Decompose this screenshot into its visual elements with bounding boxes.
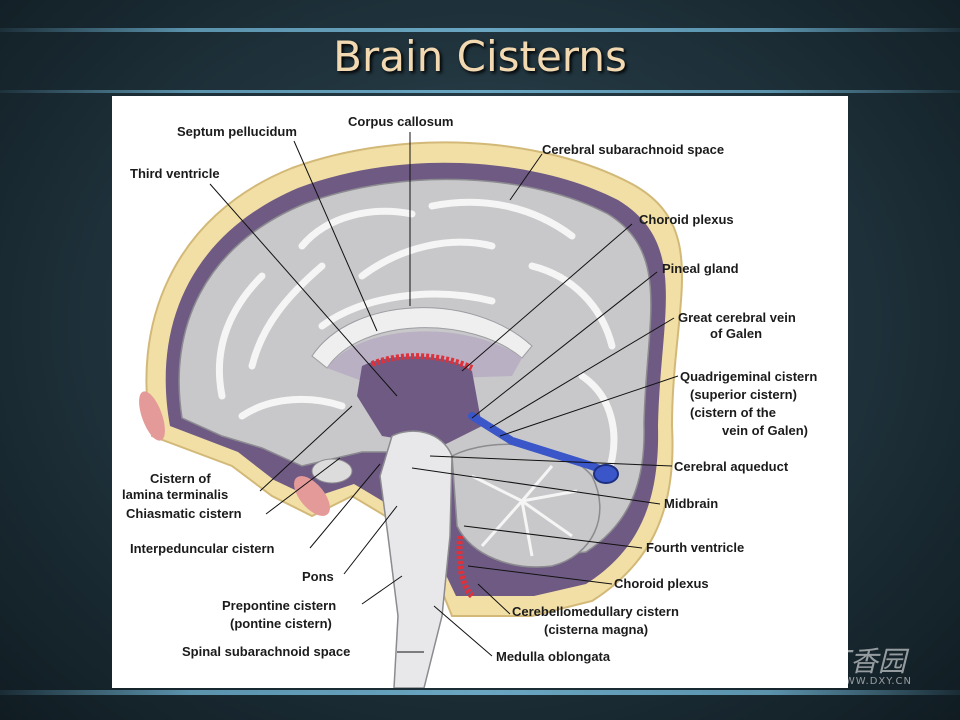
label-choroid-plexus-upper: Choroid plexus (639, 212, 734, 227)
brain-sagittal-section: Septum pellucidum Corpus callosum Third … (122, 114, 817, 688)
leader-chiasmatic (265, 457, 341, 515)
leader-septum (293, 140, 378, 332)
label-interpeduncular-cistern: Interpeduncular cistern (130, 541, 275, 556)
leader-pineal (471, 271, 658, 419)
leader-choroid-upper (461, 223, 633, 372)
label-cerebellomedullary-line1: Cerebellomedullary cistern (512, 604, 679, 619)
leader-quadrigeminal (499, 375, 679, 437)
label-corpus-callosum: Corpus callosum (348, 114, 453, 129)
label-spinal-subarachnoid-space: Spinal subarachnoid space (182, 644, 350, 659)
leader-lines (209, 132, 679, 657)
label-quadrigeminal-line4: vein of Galen) (722, 423, 808, 438)
vessel-left (139, 391, 165, 441)
choroid-plexus-lower-mark (456, 535, 475, 599)
brainstem (379, 430, 453, 688)
leader-cerebral-subarachnoid (509, 153, 543, 201)
label-third-ventricle: Third ventricle (130, 166, 220, 181)
label-pons: Pons (302, 569, 334, 584)
label-septum-pellucidum: Septum pellucidum (177, 124, 297, 139)
label-quadrigeminal-line2: (superior cistern) (690, 387, 797, 402)
label-quadrigeminal-line1: Quadrigeminal cistern (680, 369, 817, 384)
watermark-text: 丁香园 (822, 645, 907, 678)
label-cerebellomedullary-line2: (cisterna magna) (544, 622, 648, 637)
brain-diagram: Septum pellucidum Corpus callosum Third … (112, 96, 848, 688)
pituitary (311, 458, 353, 484)
label-lamina-terminalis-line1: Cistern of (150, 471, 211, 486)
watermark: 丁香园 WWW.DXY.CN (760, 640, 950, 690)
label-prepontine-line1: Prepontine cistern (222, 598, 336, 613)
leader-medulla (433, 605, 493, 657)
label-great-cerebral-vein-line1: Great cerebral vein (678, 310, 796, 325)
label-pineal-gland: Pineal gland (662, 261, 739, 276)
top-stripe (0, 28, 960, 32)
leader-midbrain (411, 467, 661, 505)
bottom-stripe (0, 690, 960, 695)
label-lamina-terminalis-line2: lamina terminalis (122, 487, 228, 502)
label-medulla-oblongata: Medulla oblongata (496, 649, 611, 664)
label-choroid-plexus-lower: Choroid plexus (614, 576, 709, 591)
watermark-url: WWW.DXY.CN (834, 676, 912, 687)
leader-choroid-lower (467, 565, 613, 585)
third-ventricle (357, 356, 482, 446)
label-chiasmatic-cistern: Chiasmatic cistern (126, 506, 242, 521)
slide-title: Brain Cisterns (333, 32, 627, 81)
diagram-labels: Septum pellucidum Corpus callosum Third … (122, 114, 817, 664)
flower-logo-icon (763, 643, 817, 686)
label-cerebral-aqueduct: Cerebral aqueduct (674, 459, 789, 474)
corpus-callosum (311, 307, 533, 369)
label-prepontine-line2: (pontine cistern) (230, 616, 332, 631)
title-underline (0, 90, 960, 93)
leader-great-vein (489, 317, 675, 429)
choroid-plexus-upper-mark (370, 353, 474, 371)
label-quadrigeminal-line3: (cistern of the (690, 405, 776, 420)
leader-interpeduncular (309, 463, 381, 549)
leader-fourth-ventricle (463, 525, 643, 549)
leader-lamina-terminalis (259, 405, 353, 492)
label-cerebral-subarachnoid-space: Cerebral subarachnoid space (542, 142, 724, 157)
gyri (215, 198, 618, 480)
label-fourth-ventricle: Fourth ventricle (646, 540, 744, 555)
label-midbrain: Midbrain (664, 496, 718, 511)
leader-aqueduct (429, 455, 673, 467)
vein-sinus (593, 464, 619, 484)
label-great-cerebral-vein-line2: of Galen (710, 326, 762, 341)
leader-pons (343, 505, 398, 575)
leader-cerebellomedullary (477, 583, 511, 615)
cerebellar-folia (471, 465, 578, 557)
leader-third-ventricle (209, 183, 398, 397)
leader-prepontine (361, 575, 403, 605)
